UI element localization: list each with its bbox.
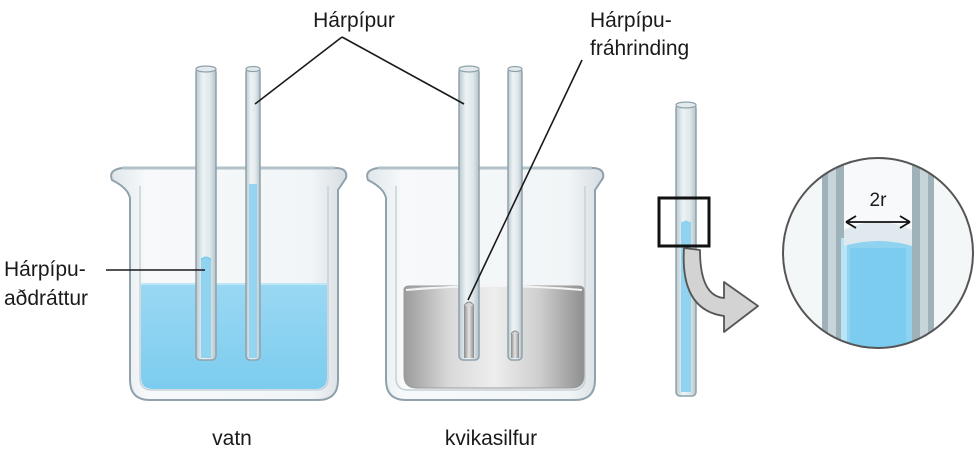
mercury-label: kvikasilfur [445, 427, 537, 450]
capillary-rise-label-line1: Hárpípu- [4, 258, 86, 281]
mercury-beaker [366, 65, 605, 401]
zoom-box [657, 196, 711, 248]
mercury-liquid [403, 285, 585, 389]
leader-lines [106, 36, 583, 301]
capillary-depression-label-line2: fráhrinding [590, 37, 689, 60]
water-liquid [141, 284, 327, 389]
capillary-tubes-label: Hárpípur [313, 9, 395, 32]
mercury-tube-right [507, 67, 523, 361]
water-beaker [110, 65, 348, 401]
curved-arrow-icon [682, 247, 759, 333]
water-label: vatn [212, 427, 252, 450]
zoom-circle: 2r [782, 157, 974, 349]
capillary-depression-label-line1: Hárpípu- [590, 9, 672, 32]
capillary-rise-label-line2: aðdráttur [4, 287, 88, 310]
radius-label: 2r [870, 190, 888, 211]
